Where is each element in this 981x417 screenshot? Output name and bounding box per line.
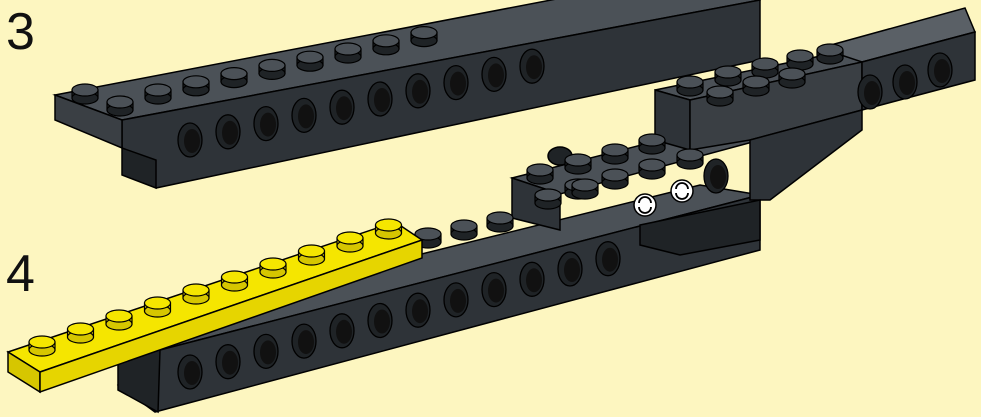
stud [779,68,805,88]
stud [817,44,843,64]
stud [451,220,477,240]
beam-hole [596,242,620,276]
beam-hole [406,74,430,108]
stud [602,144,628,164]
beam-hole [292,98,316,132]
beam-hole [330,90,354,124]
beam-hole [368,82,392,116]
rotate-icon [671,180,693,202]
beam-hole [216,345,240,379]
rotate-icon [634,194,656,216]
stud [752,58,778,78]
stud [565,154,591,174]
stud [106,310,132,330]
stud [743,76,769,96]
stud [677,149,703,169]
beam-hole [482,273,506,307]
stud [715,66,741,86]
beam-hole [704,159,728,193]
stud [527,164,553,184]
beam-hole [254,334,278,368]
beam-hole [216,115,240,149]
stud [221,68,247,88]
stud [677,76,703,96]
stud [337,232,363,252]
stud [639,159,665,179]
stud [373,35,399,55]
stud [222,271,248,291]
stud [297,51,323,71]
beam-hole [520,49,544,83]
stud [707,86,733,106]
stud [107,96,133,116]
stud [376,219,402,239]
stud [183,284,209,304]
beam-hole [928,53,952,87]
beam-hole [178,355,202,389]
stud [602,169,628,189]
beam-hole [444,283,468,317]
beam-hole [254,107,278,141]
stud [145,297,171,317]
stud [260,258,286,278]
stud [335,43,361,63]
beam-hole [368,304,392,338]
beam-hole [558,252,582,286]
stud [68,323,94,343]
stud [72,84,98,104]
stud [787,50,813,70]
beam-hole [444,66,468,100]
stud [299,245,325,265]
stud [411,27,437,47]
beam-hole [292,324,316,358]
stud [639,134,665,154]
stud [145,84,171,104]
stud [29,336,55,356]
stud [183,76,209,96]
beam-hole [520,262,544,296]
stud [259,59,285,79]
stud [572,179,598,199]
beam-hole [406,293,430,327]
stud [535,189,561,209]
beam-hole [330,314,354,348]
beam-hole [482,57,506,91]
stud [487,212,513,232]
beam-hole [858,75,882,109]
beam-hole [893,65,917,99]
beam-hole [178,123,202,157]
